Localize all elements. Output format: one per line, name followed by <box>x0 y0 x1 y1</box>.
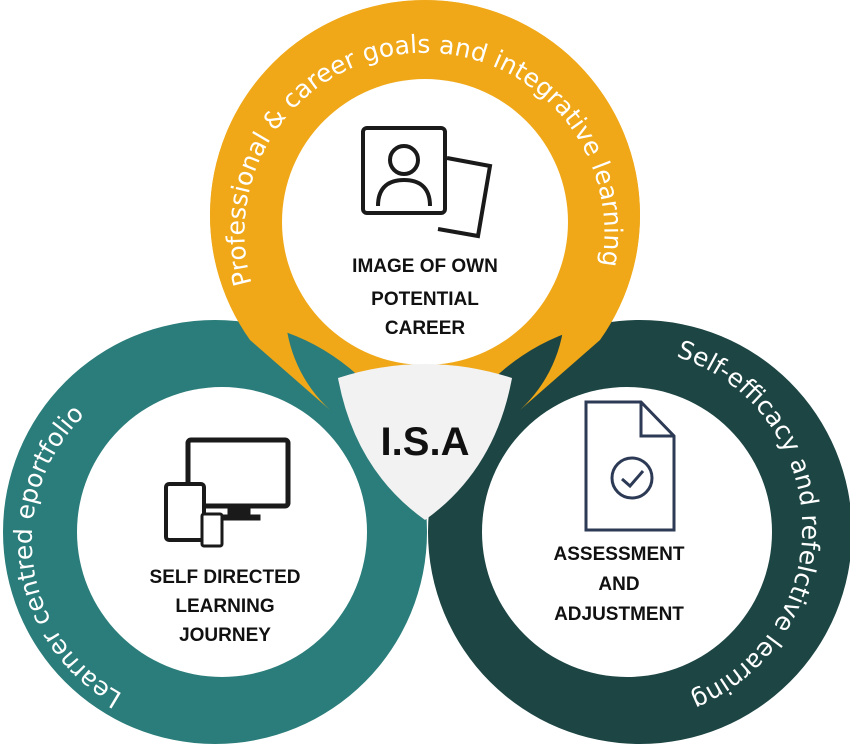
portrait-cards-icon <box>361 126 493 239</box>
top-ring-overlap <box>210 0 641 411</box>
devices-icon <box>164 437 291 548</box>
top-label-line-3: CAREER <box>385 318 466 339</box>
top-label-line-1: IMAGE OF OWN <box>352 256 498 277</box>
right-label-line-1: ASSESSMENT <box>554 544 685 565</box>
document-check-icon <box>584 400 676 532</box>
top-inner-circle <box>282 79 568 365</box>
right-inner-circle <box>482 387 772 677</box>
right-label-line-3: ADJUSTMENT <box>554 604 684 625</box>
top-label-line-2: POTENTIAL <box>371 289 479 310</box>
center-label: I.S.A <box>381 420 470 464</box>
left-label-line-2: LEARNING <box>175 596 274 617</box>
left-label-line-1: SELF DIRECTED <box>150 567 301 588</box>
center-gap <box>338 364 512 520</box>
left-label-line-3: JOURNEY <box>179 625 271 646</box>
right-label-line-2: AND <box>598 574 639 595</box>
